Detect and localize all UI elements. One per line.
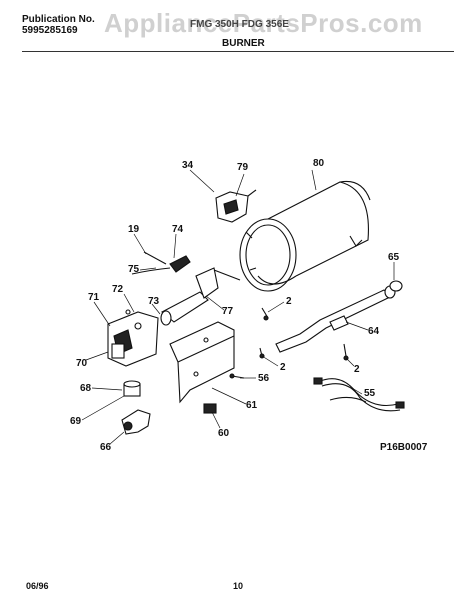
igniter — [131, 251, 191, 275]
clip — [203, 403, 217, 414]
elbow-fitting — [121, 409, 151, 435]
callout-64: 64 — [368, 326, 380, 337]
callout-55: 55 — [364, 388, 376, 399]
callout-77: 77 — [222, 306, 234, 317]
publication-label: Publication No. — [22, 14, 95, 25]
callout-65: 65 — [388, 252, 400, 263]
flame-sensor-bracket — [215, 189, 257, 223]
screw-1 — [261, 307, 269, 321]
callout-68: 68 — [80, 383, 92, 394]
page-number: 10 — [233, 581, 244, 591]
callout-71: 71 — [88, 292, 100, 303]
screw-3 — [343, 343, 349, 361]
manifold-pipe — [275, 285, 396, 353]
callout-66: 66 — [100, 442, 112, 453]
callout-79: 79 — [237, 162, 249, 173]
callout-69: 69 — [70, 416, 82, 427]
callout-60: 60 — [218, 428, 230, 439]
header-rule — [22, 51, 454, 52]
callout-72: 72 — [112, 284, 124, 295]
callout-74: 74 — [172, 224, 184, 235]
callout-2-right: 2 — [354, 364, 360, 375]
fitting — [123, 380, 141, 397]
gas-valve — [107, 309, 159, 367]
model-numbers: FMG 350H FDG 356E — [190, 19, 289, 30]
callout-73: 73 — [148, 296, 160, 307]
diagram-code: P16B0007 — [380, 442, 428, 453]
burner-nozzle — [160, 267, 241, 326]
callout-70: 70 — [76, 358, 88, 369]
publication-number: 5995285169 — [22, 25, 78, 36]
callout-56: 56 — [258, 373, 270, 384]
callout-61: 61 — [246, 400, 258, 411]
callout-80: 80 — [313, 158, 325, 169]
pipe-cap — [389, 280, 403, 292]
mounting-bracket — [169, 321, 235, 404]
screw-4 — [229, 373, 245, 379]
callout-75: 75 — [128, 264, 140, 275]
callout-34: 34 — [182, 160, 194, 171]
callout-2-upper: 2 — [286, 296, 292, 307]
watermark: AppliancePartsPros.com — [104, 8, 423, 38]
section-title: BURNER — [222, 38, 265, 49]
callout-2-middle: 2 — [280, 362, 286, 373]
callout-19: 19 — [128, 224, 140, 235]
wire-harness — [313, 377, 405, 412]
footer-date: 06/96 — [26, 581, 49, 591]
burner-tube — [239, 180, 371, 292]
